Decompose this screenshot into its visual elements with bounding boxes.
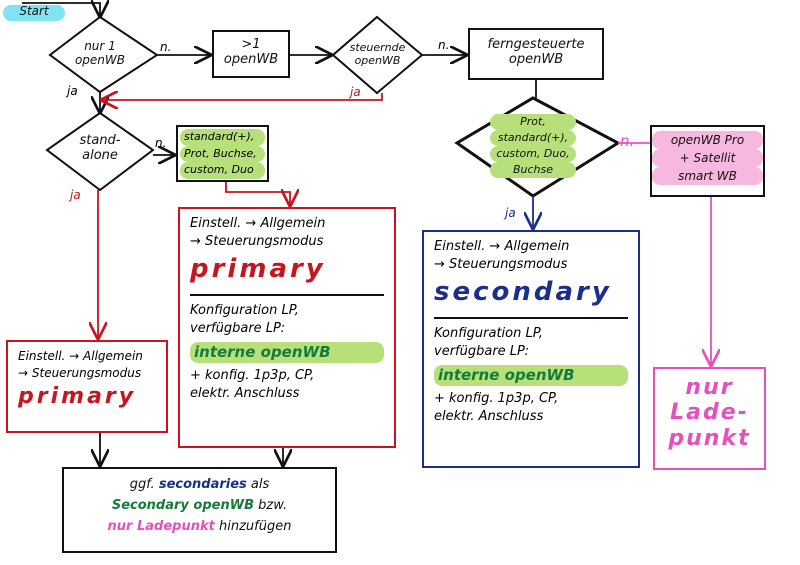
- edge-yes-label: ja: [350, 85, 361, 99]
- edge-no-label: n.: [620, 132, 635, 150]
- start-terminal: Start: [3, 4, 65, 21]
- edge-no-label: n.: [155, 136, 167, 150]
- edge-yes-label: ja: [70, 188, 81, 202]
- wb-types-box: standard(+),Prot, Buchse,custom, Duo: [176, 125, 269, 182]
- final-box: ggf. secondaries als Secondary openWB bz…: [62, 467, 337, 553]
- decision-steuernde: [331, 15, 424, 95]
- edge-yes-label: ja: [505, 206, 516, 220]
- secondary-box: Einstell. → Allgemein→ Steuerungsmodus s…: [422, 230, 640, 468]
- edge-no-label: n.: [160, 40, 172, 54]
- edge-no-label: n.: [438, 38, 450, 52]
- decision-standalone: [45, 111, 155, 192]
- decision-typ-label: Prot,standard(+),custom, Duo,Buchse: [490, 114, 576, 178]
- decision-standalone-label: stand-alone: [79, 133, 121, 163]
- primary-box: Einstell. → Allgemein→ Steuerungsmodus p…: [178, 207, 396, 448]
- edge-yes-label: ja: [67, 84, 78, 98]
- primary-left-box: Einstell. → Allgemein→ Steuerungsmodus p…: [6, 340, 168, 433]
